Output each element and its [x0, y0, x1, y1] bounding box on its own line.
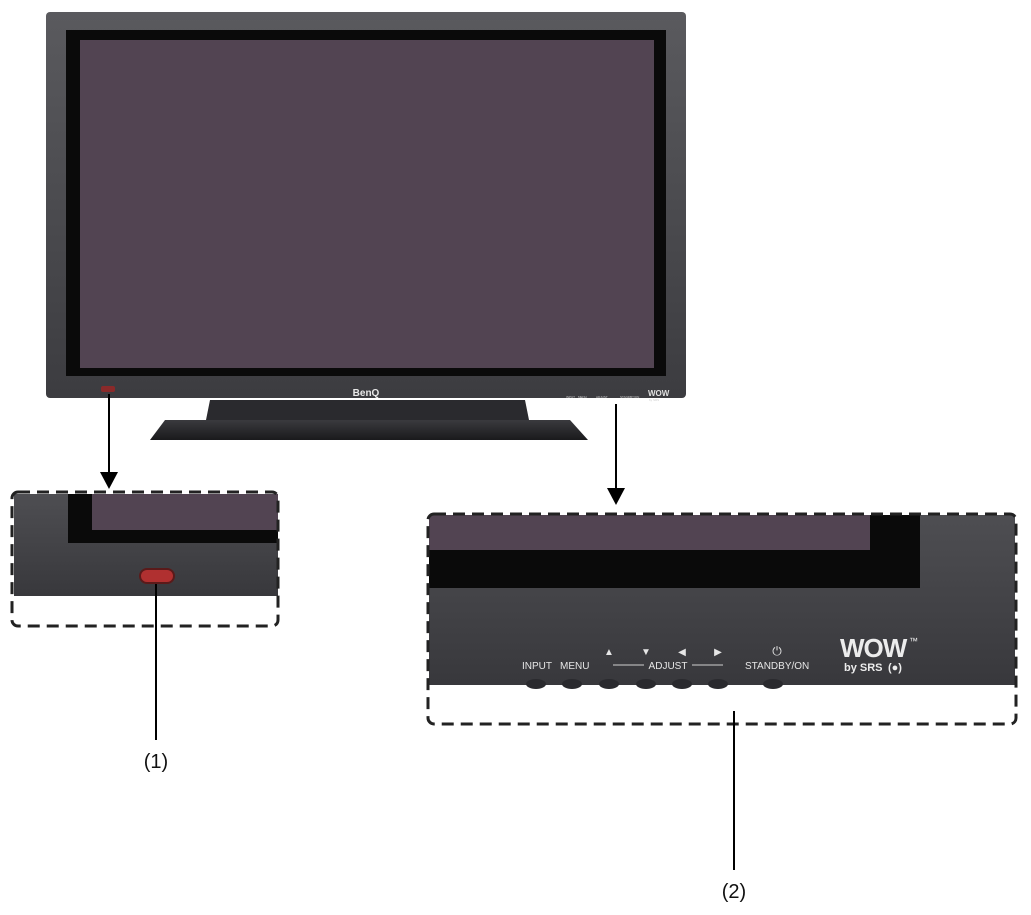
- tv-brand-logo: BenQ: [353, 388, 380, 399]
- standby-label: STANDBY/ON: [745, 661, 809, 672]
- pointer-arrow-left: [100, 394, 118, 489]
- zoom2-dashed-border: [426, 512, 1018, 726]
- zoom1-screen: [92, 494, 278, 530]
- up-button[interactable]: [599, 679, 619, 689]
- tv-small-controls: INPUT MENU ADJUST STANDBY/ON WOW by SRS: [566, 389, 670, 402]
- callout-label-2: (2): [722, 881, 746, 903]
- left-button[interactable]: [672, 679, 692, 689]
- tv-stand-neck: [205, 400, 530, 425]
- callout-label-1: (1): [144, 751, 168, 773]
- tv: BenQ INPUT MENU ADJUST STANDBY/ON WOW by…: [46, 12, 686, 440]
- tv-small-input-label: INPUT: [566, 395, 575, 399]
- arrow-right-label: ▶: [714, 647, 722, 658]
- arrow-up-label: ▲: [604, 647, 614, 658]
- menu-label: MENU: [560, 661, 589, 672]
- wow-logo-text: WOW: [840, 633, 908, 663]
- tv-small-menu-label: MENU: [578, 395, 587, 399]
- zoom2-button-row: [526, 679, 783, 689]
- input-label: INPUT: [522, 661, 552, 672]
- arrow-left-label: ◀: [678, 647, 686, 658]
- zoom-control-panel: ▲ ▼ ◀ ▶ ⏻ INPUT MENU ADJUST STANDBY/ON W…: [426, 512, 1018, 903]
- zoom1-ir-sensor: [139, 568, 175, 584]
- tv-small-srs-logo: by SRS: [649, 398, 659, 402]
- srs-mark-icon: (●): [888, 662, 902, 674]
- tv-ir-sensor: [101, 386, 115, 392]
- tv-small-adjust-label: ADJUST: [596, 395, 608, 399]
- menu-button[interactable]: [562, 679, 582, 689]
- zoom-ir-sensor: (1): [10, 490, 280, 773]
- tv-small-wow-logo: WOW: [648, 389, 670, 398]
- arrow-down-label: ▼: [641, 647, 651, 658]
- wow-trademark: ™: [909, 636, 918, 646]
- input-button[interactable]: [526, 679, 546, 689]
- adjust-label: ADJUST: [649, 661, 688, 672]
- pointer-arrow-right: [607, 404, 625, 505]
- power-icon: ⏻: [772, 644, 782, 658]
- zoom2-screen: [429, 515, 870, 550]
- zoom1-dashed-border: [10, 490, 280, 628]
- tv-screen: [80, 40, 654, 368]
- wow-srs-logo: WOW ™ by SRS (●): [840, 633, 918, 674]
- standby-button[interactable]: [763, 679, 783, 689]
- down-button[interactable]: [636, 679, 656, 689]
- by-srs-text: by SRS: [844, 662, 883, 674]
- tv-small-standby-label: STANDBY/ON: [620, 395, 639, 399]
- tv-stand-base: [150, 420, 588, 440]
- right-button[interactable]: [708, 679, 728, 689]
